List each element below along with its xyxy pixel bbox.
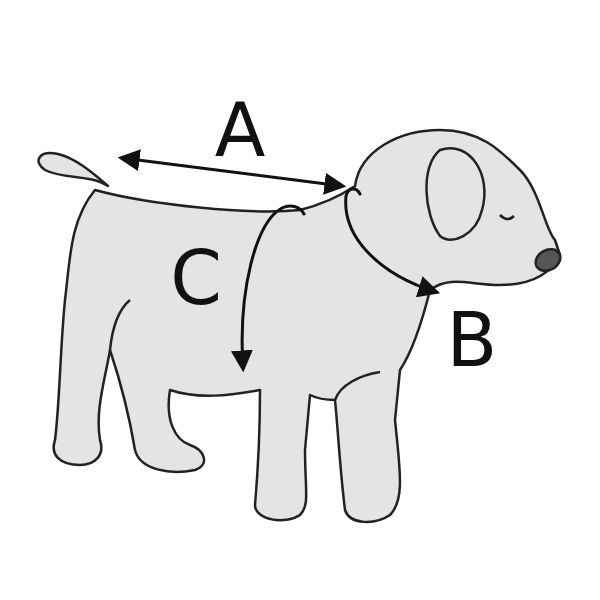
dog-nose — [532, 245, 565, 275]
measure-letter: B — [447, 303, 498, 377]
girth-arrow — [242, 206, 304, 368]
measure-letter: A — [215, 93, 266, 167]
dog-leg-line — [110, 300, 130, 350]
measure-letter: C — [170, 241, 222, 315]
dog-tail — [39, 153, 108, 186]
measure-arrows — [122, 158, 436, 368]
dog-eye-line — [500, 215, 514, 219]
dog-ear — [426, 148, 484, 239]
dog-figure — [39, 130, 565, 522]
neck-arrow — [346, 189, 436, 292]
dog-body — [54, 130, 560, 522]
dog-chest-line — [335, 372, 380, 400]
